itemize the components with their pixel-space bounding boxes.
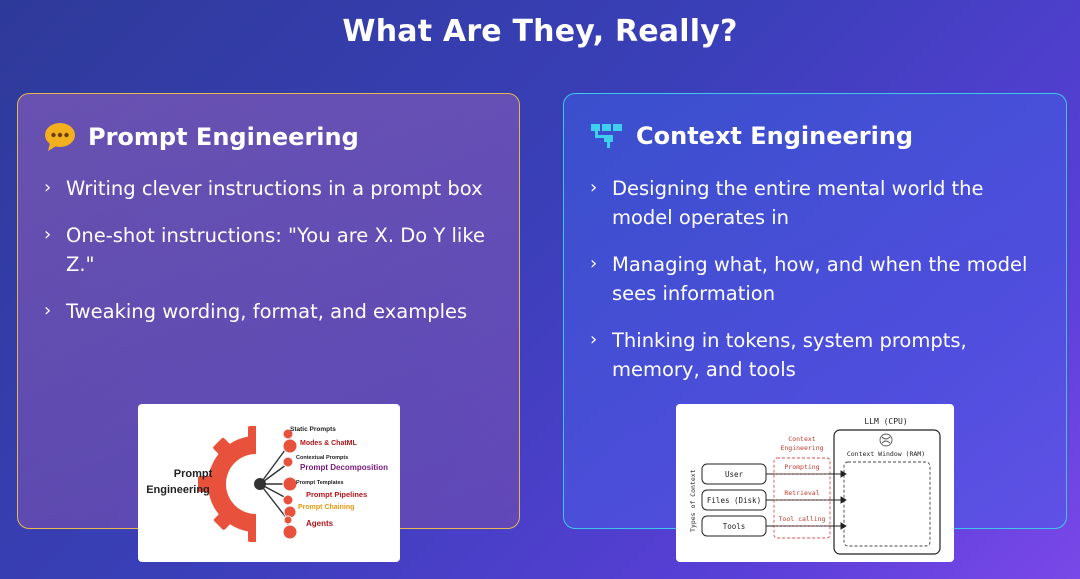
gear-diagram: Prompt Engineering Static Prompts Modes … — [146, 424, 388, 544]
flow-label: Prompting — [784, 463, 819, 471]
prompt-engineering-diagram: Prompt Engineering Static Prompts Modes … — [138, 404, 400, 562]
chevron-right-icon: › — [590, 253, 598, 274]
diagram-item-label: Prompt Pipelines — [306, 490, 367, 499]
source-label: Tools — [723, 522, 746, 531]
diagram-item-label: Static Prompts — [290, 426, 336, 433]
card-title: Context Engineering — [636, 122, 914, 150]
card-header: Context Engineering — [590, 122, 913, 150]
card-title: Prompt Engineering — [88, 123, 359, 151]
diagram-item-label: Prompt Templates — [296, 480, 344, 486]
source-label: Files (Disk) — [707, 496, 761, 505]
diagram-item-label: Contextual Prompts — [296, 455, 348, 461]
brain-icon — [879, 433, 893, 447]
chevron-right-icon: › — [590, 177, 598, 198]
context-engineering-label: Context — [788, 435, 815, 443]
card-header: Prompt Engineering — [44, 122, 359, 152]
chevron-right-icon: › — [44, 224, 52, 245]
diagram-item-label: Modes & ChatML — [300, 440, 358, 447]
context-engineering-label: Engineering — [780, 444, 823, 452]
llm-box — [833, 429, 941, 555]
list-item: › Managing what, how, and when the model … — [590, 250, 1046, 308]
flow-label: Tool calling — [779, 515, 826, 523]
context-engineering-diagram: LLM (CPU) Context Window (RAM) Context E… — [676, 404, 954, 562]
context-engineering-box — [773, 457, 831, 539]
bullet-text: One-shot instructions: "You are X. Do Y … — [66, 224, 485, 276]
list-item: › Thinking in tokens, system prompts, mem… — [590, 326, 1046, 384]
list-item: › Writing clever instructions in a prompt… — [44, 174, 499, 203]
bullet-text: Managing what, how, and when the model s… — [612, 253, 1028, 305]
bullet-list: › Designing the entire mental world the m… — [590, 174, 1046, 402]
diagram-item-label: Prompt Decomposition — [300, 463, 388, 472]
context-window-label: Context Window (RAM) — [847, 450, 925, 458]
speech-bubble-icon — [45, 123, 75, 151]
bullet-text: Tweaking wording, format, and examples — [66, 300, 468, 323]
list-item: › One-shot instructions: "You are X. Do Y… — [44, 221, 499, 279]
source-label: User — [725, 470, 744, 479]
diagram-center-label: Prompt — [174, 468, 213, 480]
diagram-center-label: Engineering — [146, 484, 210, 496]
prompt-engineering-card: Prompt Engineering › Writing clever instr… — [17, 93, 520, 562]
page-title: What Are They, Really? — [342, 14, 738, 49]
list-item: › Tweaking wording, format, and examples — [44, 297, 499, 326]
diagram-item-label: Prompt Chaining — [298, 504, 354, 511]
chevron-right-icon: › — [590, 329, 598, 350]
chevron-right-icon: › — [44, 300, 52, 321]
context-window-box — [843, 461, 931, 547]
network-icon — [591, 124, 622, 148]
diagram-item-label: Agents — [306, 519, 334, 528]
context-diagram: LLM (CPU) Context Window (RAM) Context E… — [689, 417, 941, 555]
bullet-text: Designing the entire mental world the mo… — [612, 177, 984, 229]
bullet-list: › Writing clever instructions in a prompt… — [44, 174, 499, 344]
bullet-text: Thinking in tokens, system prompts, memo… — [612, 329, 967, 381]
context-engineering-card: Context Engineering › Designing the entir… — [563, 93, 1067, 562]
llm-label: LLM (CPU) — [864, 417, 907, 426]
types-of-context-label: Types of Context — [689, 469, 697, 532]
list-item: › Designing the entire mental world the m… — [590, 174, 1046, 232]
chevron-right-icon: › — [44, 177, 52, 198]
flow-label: Retrieval — [784, 489, 819, 497]
bullet-text: Writing clever instructions in a prompt … — [66, 177, 483, 200]
